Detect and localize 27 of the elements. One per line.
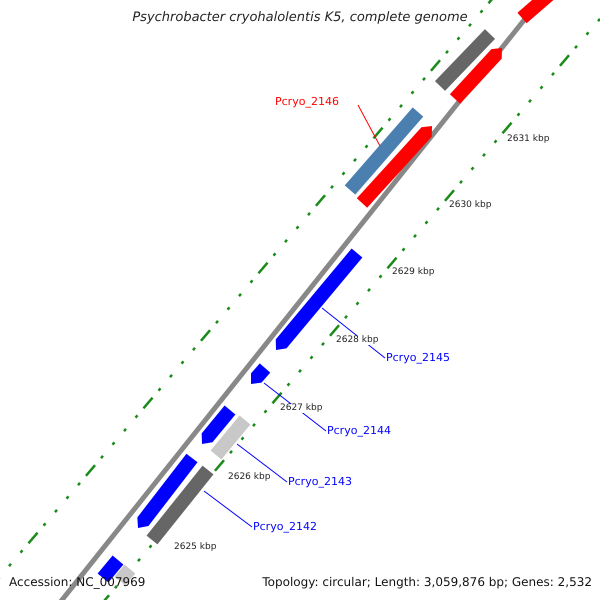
accession-text: Accession: NC_007969: [9, 576, 146, 588]
scale-label: 2631 kbp: [506, 135, 550, 144]
gene-label: Pcryo_2144: [327, 425, 391, 436]
gene-feature: [434, 29, 496, 91]
gene-feature: [137, 454, 198, 528]
gene-feature: [251, 363, 270, 384]
leader-line: [358, 104, 380, 146]
gene-feature: [344, 107, 424, 195]
gene-feature: [356, 126, 432, 208]
scale-label: 2628 kbp: [335, 336, 380, 345]
gene-label: Pcryo_2143: [288, 476, 352, 487]
gene-feature: [450, 48, 502, 104]
scale-label: 2627 kbp: [279, 404, 324, 413]
scale-label: 2626 kbp: [227, 473, 272, 482]
scale-label: 2630 kbp: [448, 201, 492, 210]
gene-feature: [210, 416, 250, 460]
leader-line: [236, 444, 288, 482]
gene-label: Pcryo_2142: [253, 521, 317, 532]
gene-label: Pcryo_2146: [275, 96, 339, 107]
genome-summary-text: Topology: circular; Length: 3,059,876 bp; Genes: 2,532: [262, 576, 592, 588]
gene-feature: [276, 248, 362, 350]
gene-label: Pcryo_2145: [386, 352, 450, 363]
map-title: Psychrobacter cryohalolentis K5, complete genome: [131, 11, 469, 24]
scale-label: 2625 kbp: [173, 543, 218, 552]
scale-label: 2629 kbp: [391, 268, 436, 277]
gene-feature: [202, 406, 236, 444]
leader-line: [204, 490, 252, 528]
